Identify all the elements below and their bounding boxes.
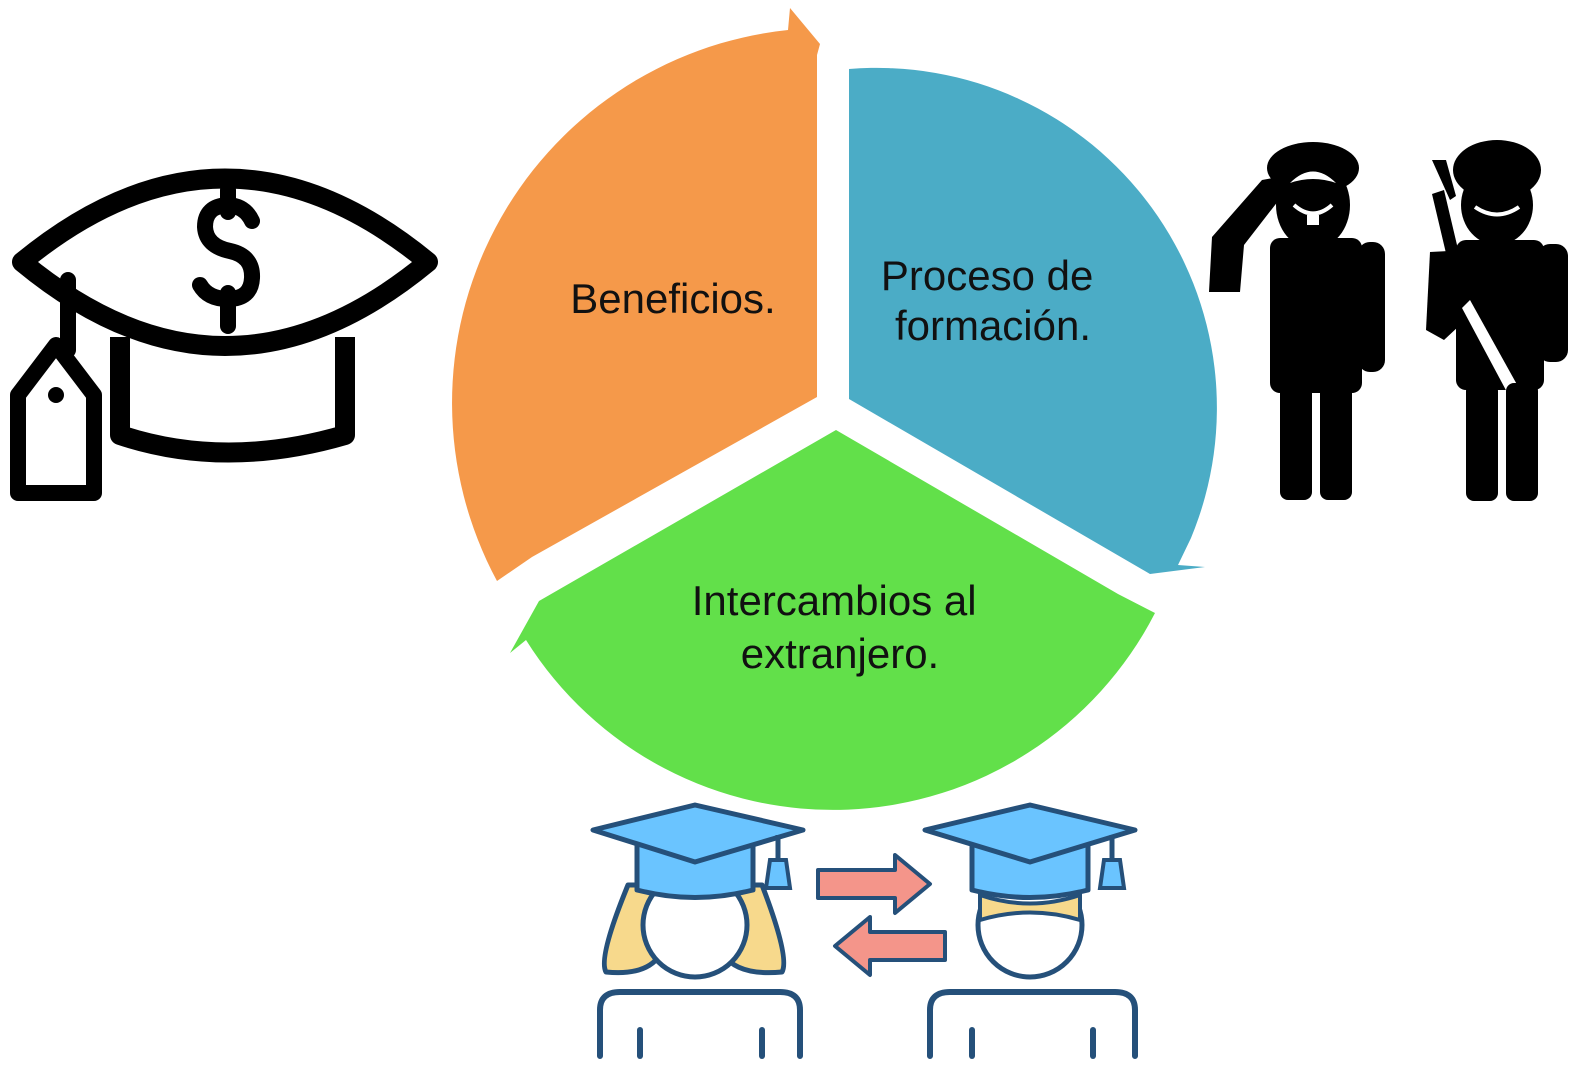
exchange-arrows-icon (816, 853, 947, 977)
label-intercambios-line-1: Intercambios al (692, 577, 977, 624)
label-proceso: Proceso de formación. (881, 252, 1105, 349)
student-exchange-icon (590, 802, 1138, 1059)
saluting-soldier-icon (1209, 142, 1385, 500)
segment-proceso (849, 33, 1217, 574)
student-right-icon (922, 802, 1138, 1059)
arrow-right-icon (816, 853, 932, 915)
segment-beneficios (452, 8, 820, 581)
label-beneficios: Beneficios. (570, 275, 775, 322)
graduation-cap-price-tag-icon (10, 168, 438, 501)
student-left-icon (590, 802, 806, 1059)
rifle-soldier-icon (1426, 140, 1568, 501)
label-intercambios: Intercambios al extranjero. (692, 577, 988, 677)
label-intercambios-line-2: extranjero. (741, 630, 939, 677)
label-proceso-line-2: formación. (895, 302, 1091, 349)
label-beneficios-line-1: Beneficios. (570, 275, 775, 322)
label-proceso-line-1: Proceso de (881, 252, 1093, 299)
segment-intercambios (510, 430, 1155, 810)
military-personnel-icon (1209, 140, 1568, 501)
arrow-left-icon (833, 915, 947, 977)
cycle-ring (452, 8, 1217, 810)
